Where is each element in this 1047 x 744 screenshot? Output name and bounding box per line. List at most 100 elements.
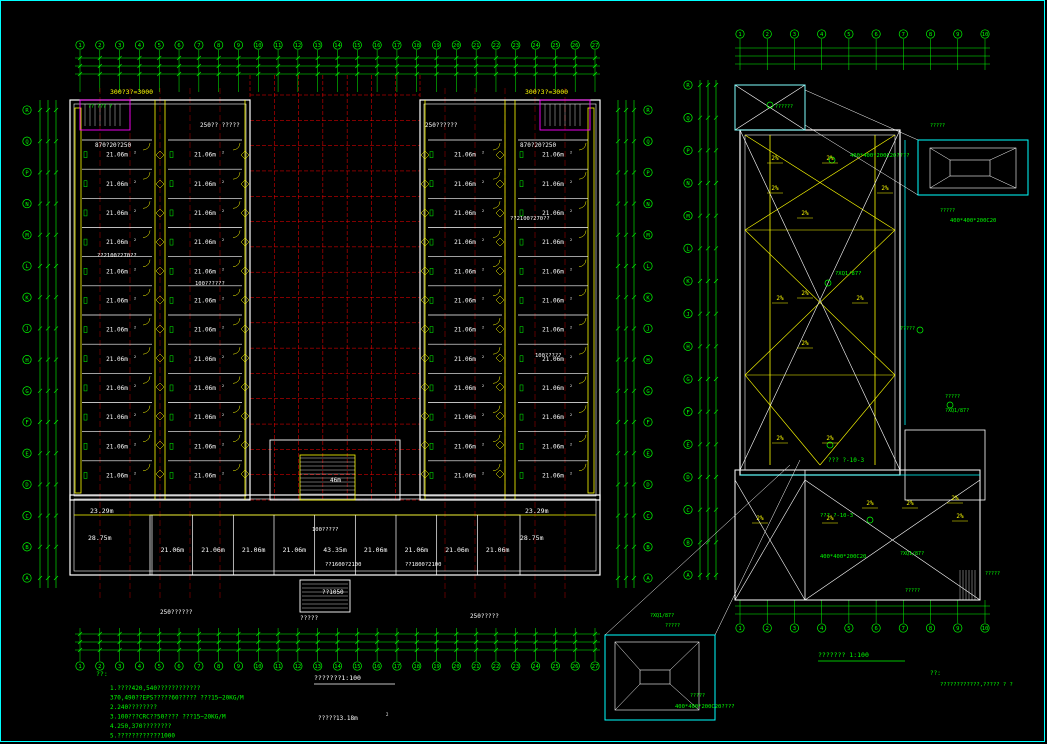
row-bubble-left: N	[25, 202, 28, 208]
row-bubble-right-circle	[643, 105, 653, 115]
roof-col-bubble-top: 9	[956, 32, 959, 38]
col-bubble-top: 26	[572, 43, 579, 49]
room-area-sup: 2	[134, 355, 136, 359]
row-bubble-right: Q	[646, 139, 649, 145]
roof-col-bubble-bottom: 4	[820, 626, 824, 632]
roof-col-bubble-top-circle	[735, 29, 745, 39]
roof-row-bubble-circle	[683, 145, 693, 155]
roof-dim-tick	[697, 115, 703, 120]
door-swing	[492, 317, 501, 326]
window	[83, 472, 88, 479]
dim-tick	[572, 63, 578, 69]
row-bubble-left: G	[25, 389, 28, 395]
dim-tick	[275, 647, 281, 653]
col-bubble-top-circle	[332, 40, 343, 50]
door-swing	[232, 259, 241, 267]
window	[83, 180, 88, 187]
dim-tick	[45, 450, 51, 456]
window	[169, 238, 174, 246]
room-area: 21.06m	[194, 356, 216, 363]
roof-dim-tick	[697, 148, 703, 153]
label-roof-detail2: 400*400*200C20	[950, 218, 996, 224]
row-bubble-right: C	[646, 514, 649, 520]
label-outlet5: ?????	[905, 588, 920, 594]
room-area: 21.06m	[454, 152, 476, 159]
col-bubble-top: 20	[453, 43, 460, 49]
door-mark	[495, 208, 505, 218]
slope-label: 2%	[771, 185, 779, 192]
window	[83, 151, 88, 158]
dim-tick	[623, 450, 629, 456]
dim-tick	[454, 647, 459, 653]
door-swing	[232, 317, 241, 326]
dim-tick	[53, 482, 59, 487]
dim-tick	[53, 263, 59, 269]
room-area-sup: 2	[134, 238, 136, 242]
roof-dim-tick	[713, 540, 719, 545]
room-area: 21.06m	[106, 152, 128, 159]
dim-tick	[117, 71, 122, 77]
door-swing	[492, 434, 501, 442]
room-area-sup: 2	[482, 355, 484, 359]
row-bubble-left-circle	[22, 261, 32, 271]
window	[169, 472, 174, 479]
row-bubble-left: D	[25, 483, 28, 489]
col-bubble-bottom-circle	[431, 661, 442, 671]
roof-row-bubble-circle	[683, 276, 693, 286]
stair-top-right	[539, 99, 591, 131]
col-bubble-bottom-circle	[174, 661, 184, 671]
door-mark	[420, 353, 430, 363]
room-area: 21.06m	[542, 385, 564, 392]
door-swing	[578, 405, 587, 413]
col-bubble-top-circle	[174, 40, 184, 50]
col-bubble-bottom: 12	[295, 664, 302, 670]
dim-tick	[623, 107, 629, 113]
roof-row-bubble: P	[686, 149, 690, 155]
window	[169, 268, 174, 275]
room-area-sup: 2	[134, 180, 136, 184]
row-bubble-right-circle	[643, 479, 653, 489]
bottom-room-area: 43.35m	[323, 546, 347, 554]
roof-lower	[734, 469, 981, 601]
roof-dim-tick	[697, 507, 703, 512]
col-bubble-bottom-circle	[590, 661, 600, 671]
dim-tick	[37, 232, 43, 238]
door-swing	[578, 142, 587, 151]
dim-tick	[37, 138, 43, 144]
col-bubble-bottom-circle	[154, 661, 164, 671]
label-grille-left: 250?? ?????	[200, 122, 240, 129]
dim-tick	[513, 639, 518, 645]
dim-tick	[236, 63, 241, 69]
roof-row-bubble-circle	[683, 439, 693, 449]
roof-row-bubble-circle	[683, 80, 693, 90]
roof-col-bubble-top-circle	[817, 29, 827, 39]
left-plan-rooms: 21.06m 2 21.06m 2 21.06m 2 21.06m 2 21.06m 2 21.06…	[82, 139, 588, 575]
dim-tick	[414, 55, 419, 61]
label-lower-d: 28.75m	[520, 534, 544, 542]
dim-tick	[176, 71, 182, 77]
row-bubble-left-circle	[22, 479, 32, 489]
dim-tick	[335, 647, 340, 653]
col-bubble-bottom-circle	[313, 661, 323, 671]
door-swing	[492, 347, 501, 355]
room-area: 21.06m	[454, 210, 476, 217]
roof-col-bubble-bottom: 8	[929, 626, 932, 632]
col-bubble-top: 3	[118, 43, 121, 49]
label-outlet: ?????	[930, 123, 945, 129]
window	[429, 326, 434, 333]
door-mark	[420, 150, 430, 160]
dim-tick	[631, 419, 637, 425]
dim-tick	[53, 575, 59, 581]
dim-tick	[615, 357, 621, 362]
door-swing	[142, 405, 151, 413]
room-area-sup: 2	[482, 267, 484, 271]
window	[429, 180, 434, 187]
room-area: 21.06m	[454, 356, 476, 363]
dim-tick	[513, 55, 518, 61]
dim-tick	[45, 107, 51, 113]
roof-row-bubble-circle	[683, 374, 693, 384]
dim-tick	[37, 357, 43, 362]
roof-dim-tick	[705, 540, 711, 545]
window	[519, 355, 524, 362]
window	[519, 209, 524, 217]
